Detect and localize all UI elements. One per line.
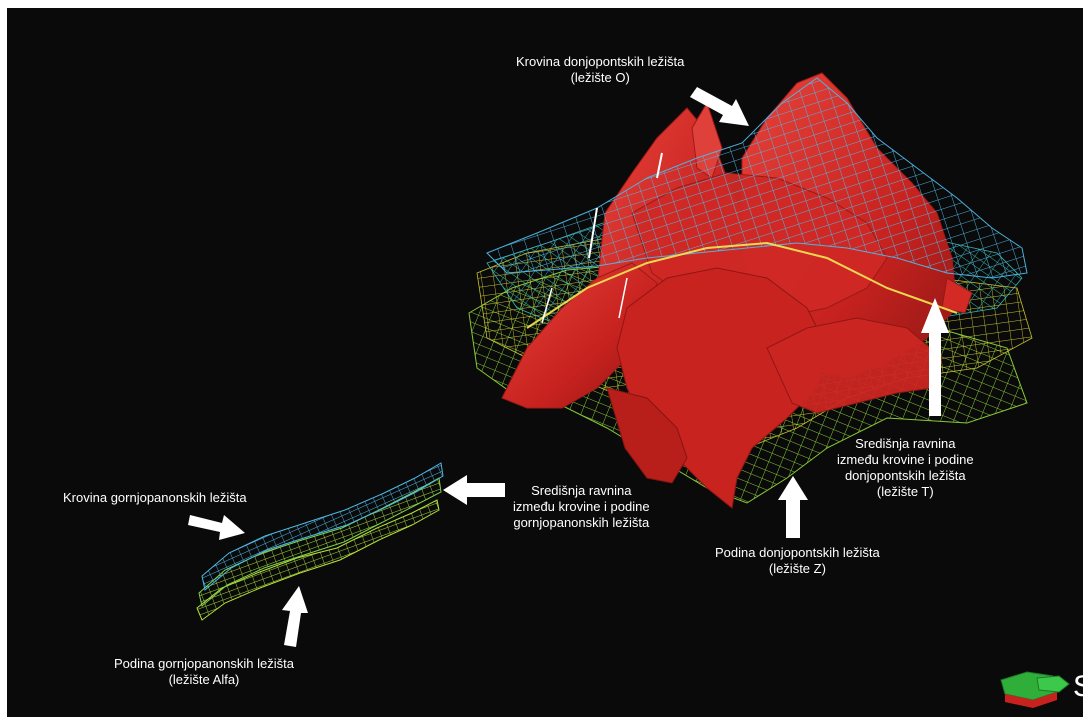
- logo-block-icon: [1000, 671, 1070, 708]
- label-sredisnja-donjopontskih: Središnja ravnina između krovine i podin…: [837, 436, 974, 499]
- podina-gornjopanonskih-mesh: [196, 499, 440, 621]
- gornjopanonski-model: [196, 462, 444, 621]
- label-podina-donjopontskih: Podina donjopontskih ležišta (ležište Z): [715, 545, 880, 576]
- arrow-icon: [188, 515, 245, 540]
- mesh-crest-line: [526, 241, 958, 329]
- arrow-icon: [778, 476, 808, 538]
- donjopontski-model: [468, 72, 1033, 509]
- arrow-icon: [690, 87, 749, 126]
- model-viewport: Krovina donjopontskih ležišta (ležište O…: [7, 8, 1083, 717]
- krovina-gornjopanonskih-mesh: [201, 462, 444, 591]
- 3d-surface-scene: [188, 72, 1070, 708]
- arrow-icon: [443, 475, 505, 505]
- krovina-donjopontskih-mesh: [486, 77, 1028, 279]
- label-podina-gornjopanonskih: Podina gornjopanonskih ležišta (ležište …: [114, 656, 294, 687]
- label-krovina-gornjopanonskih: Krovina gornjopanonskih ležišta: [63, 490, 247, 505]
- label-krovina-donjopontskih: Krovina donjopontskih ležišta (ležište O…: [516, 54, 685, 85]
- arrow-icon: [921, 298, 949, 416]
- logo-text: S: [1073, 672, 1083, 702]
- label-sredisnja-gornjopanonskih: Središnja ravnina između krovine i podin…: [513, 483, 650, 530]
- arrow-icon: [282, 586, 308, 647]
